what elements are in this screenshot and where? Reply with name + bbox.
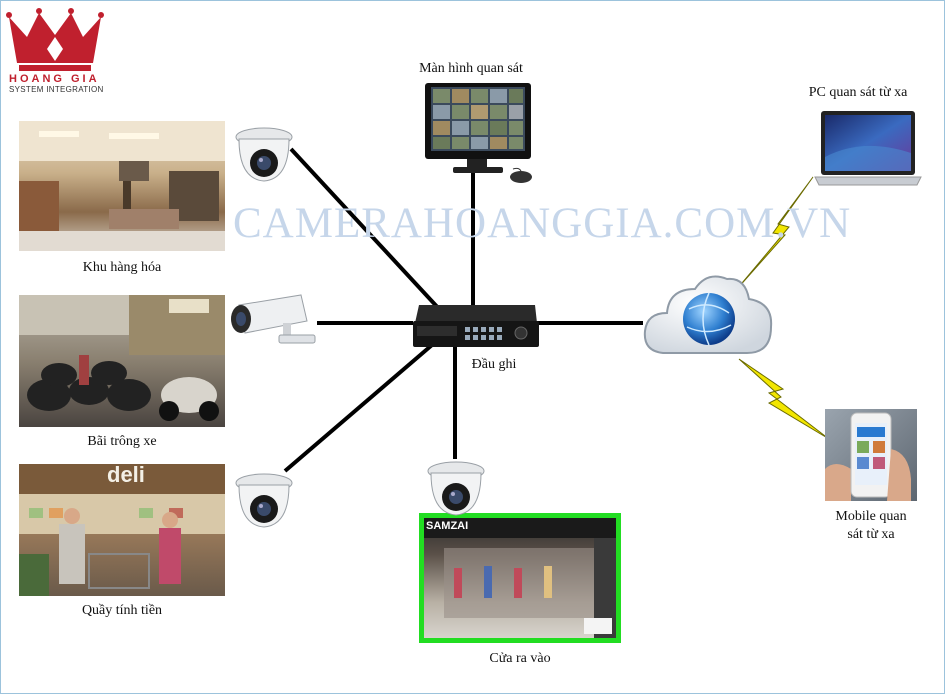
link-dvr-store-camera [289,147,443,313]
mobile-phone-photo [825,409,917,501]
cloud-internet-icon [643,275,773,354]
dome-camera-icon [427,461,485,516]
dome-camera-icon [235,127,293,182]
parking-photo [19,295,225,427]
monitor-icon [425,83,532,183]
label-monitor: Màn hình quan sát [419,61,523,76]
store-photo [19,121,225,251]
label-mobile-line1: Mobile quan [835,509,907,524]
lightning-cloud-mobile [738,358,830,440]
link-dvr-cashier-camera [283,337,441,473]
label-dvr: Đầu ghi [471,357,517,372]
samzai-sign: SAMZAI [426,520,469,532]
logo-crown-icon [6,8,104,71]
label-store: Khu hàng hóa [82,260,162,275]
label-mobile-line2: sát từ xa [847,527,895,542]
watermark: CAMERAHOANGGIA.COM.VN [233,200,852,247]
entrance-photo: SAMZAI [419,513,621,643]
dvr-icon [413,305,539,347]
cashier-photo: deli [19,464,225,596]
label-entrance: Cửa ra vào [489,651,551,666]
bullet-camera-icon [231,294,316,344]
label-parking: Bãi trông xe [87,434,157,449]
deli-sign: deli [107,464,145,487]
laptop-icon [814,111,922,186]
logo-tagline: SYSTEM INTEGRATION [9,85,104,94]
label-pc: PC quan sát từ xa [808,85,908,100]
logo-name: HOANG GIA [9,73,100,85]
dome-camera-icon [235,473,293,528]
label-cashier: Quầy tính tiền [81,603,163,618]
entrance-photo-inner: SAMZAI [424,518,616,638]
